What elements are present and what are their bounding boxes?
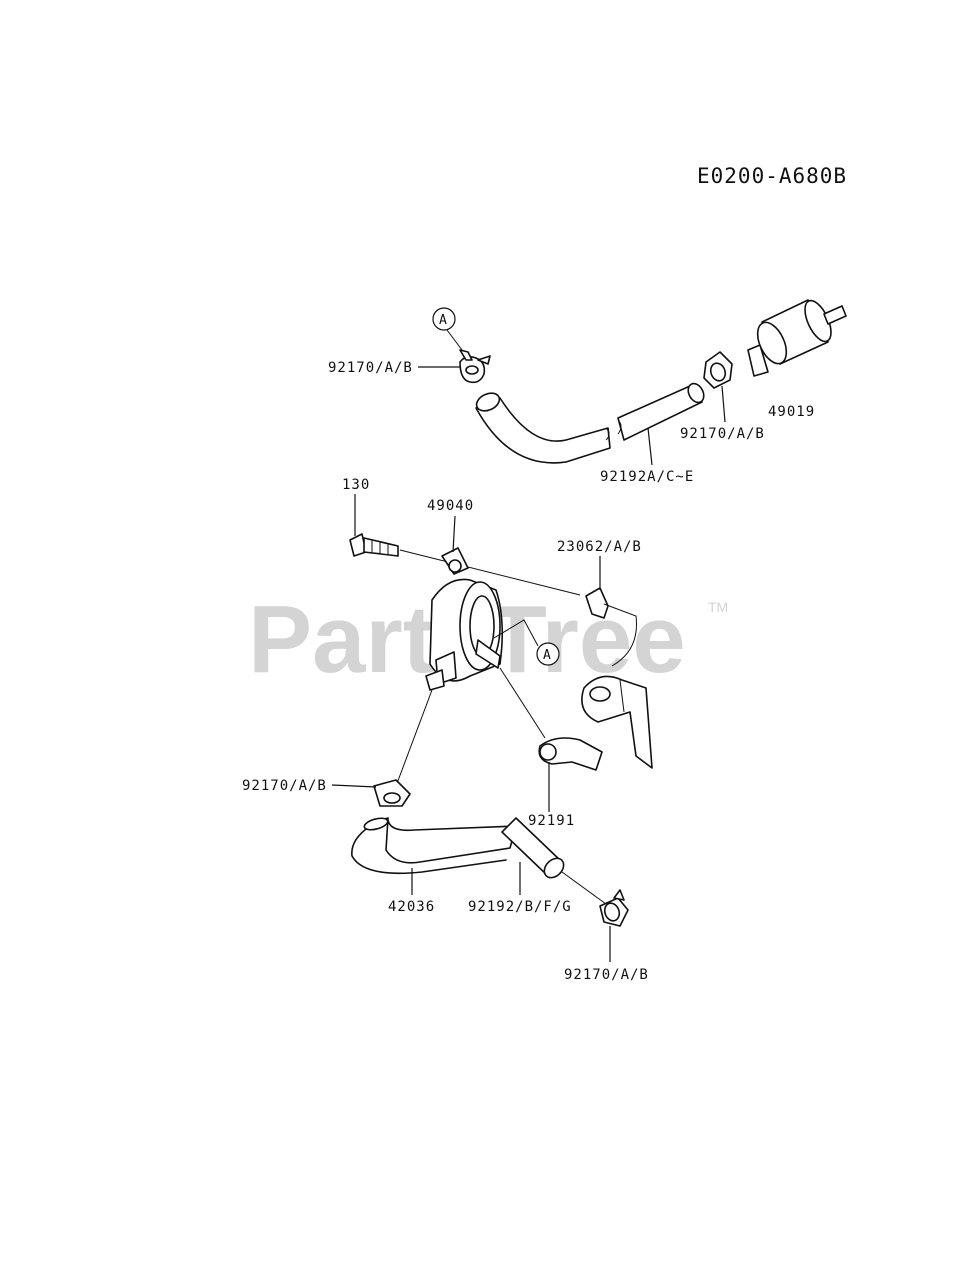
hose-short [538, 737, 603, 771]
clamp-bottom [599, 889, 629, 927]
hose-top [475, 382, 705, 464]
clamp-mid-left [373, 779, 411, 807]
bolt [349, 533, 399, 557]
pipe [351, 817, 517, 875]
label-pump: 49040 [427, 498, 474, 514]
clamp-top-right [703, 351, 733, 389]
callout-a-mid: A [493, 619, 560, 666]
label-hose-bottom: 92192/B/F/G [468, 899, 572, 915]
label-hose-short: 92191 [528, 813, 575, 829]
watermark-tm: TM [708, 599, 728, 615]
hose-bottom [501, 817, 565, 879]
label-hose-top: 92192A/C~E [600, 469, 694, 485]
callout-a-top: A [432, 307, 469, 359]
clamp-top-left [459, 349, 491, 384]
callout-a-mid-text: A [543, 648, 551, 663]
bracket [581, 587, 653, 769]
diagram-code: E0200-A680B [697, 164, 847, 188]
label-clamp-bottom: 92170/A/B [564, 967, 649, 983]
label-bracket: 23062/A/B [557, 539, 642, 555]
label-filter: 49019 [768, 404, 815, 420]
label-pipe: 42036 [388, 899, 435, 915]
fuel-filter [747, 299, 847, 377]
label-clamp-top-right: 92170/A/B [680, 426, 765, 442]
label-clamp-mid-left: 92170/A/B [242, 778, 327, 794]
label-bolt: 130 [342, 477, 370, 493]
callout-a-top-text: A [439, 313, 447, 328]
fuel-pump [425, 547, 504, 691]
label-clamp-top-left: 92170/A/B [328, 360, 413, 376]
